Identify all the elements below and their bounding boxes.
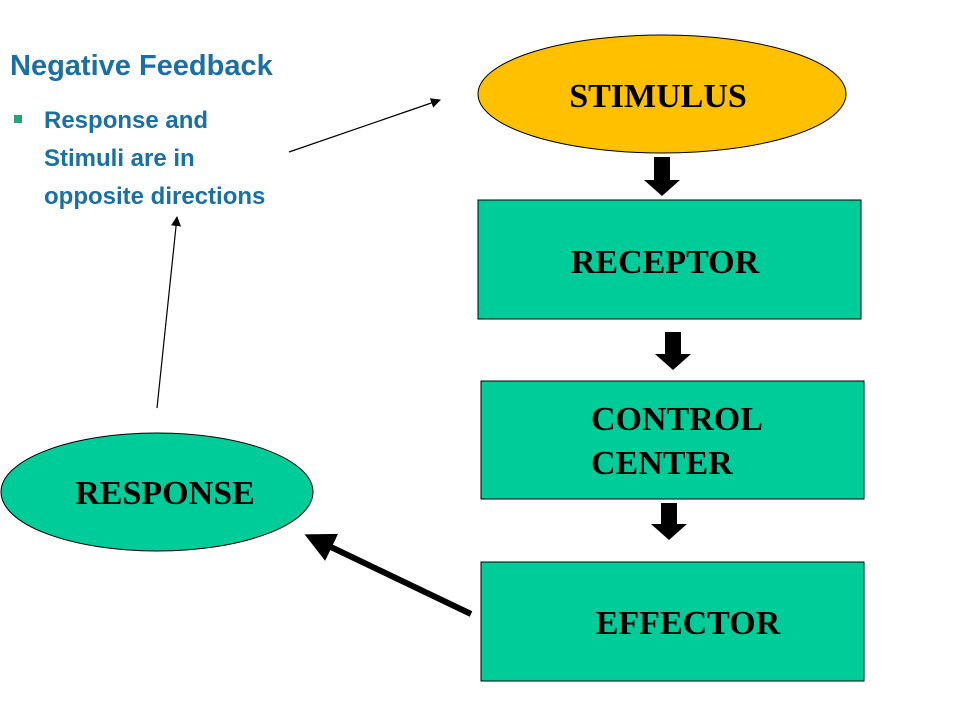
receptor-node: RECEPTOR	[477, 199, 862, 320]
slide-title: Negative Feedback	[10, 50, 273, 82]
control-center-label-line-1: CONTROL	[591, 401, 763, 438]
bullet-line-3: opposite directions	[44, 183, 266, 210]
stimulus-shape	[477, 34, 847, 154]
response-label: RESPONSE	[75, 475, 255, 512]
stimulus-node: STIMULUS	[477, 34, 847, 154]
bullet-point: Response and Stimuli are in opposite dir…	[14, 102, 354, 216]
arrow-text-to-stimulus	[288, 98, 441, 153]
square-bullet-icon	[14, 115, 22, 123]
bullet-line-1: Response and	[44, 107, 209, 134]
bullet-text: Response and Stimuli are in opposite dir…	[44, 102, 354, 216]
receptor-label: RECEPTOR	[571, 244, 760, 281]
control-center-shape	[480, 380, 865, 500]
arrow-control-center-to-effector	[651, 503, 687, 540]
stimulus-label: STIMULUS	[569, 78, 747, 115]
effector-node: EFFECTOR	[480, 561, 865, 682]
control-center-label-line-2: CENTER	[591, 445, 733, 482]
effector-shape	[480, 561, 865, 682]
response-shape	[0, 432, 314, 552]
arrow-effector-to-response	[304, 533, 473, 617]
arrow-receptor-to-control-center	[655, 332, 691, 370]
receptor-shape	[477, 199, 862, 320]
response-node: RESPONSE	[0, 432, 314, 552]
effector-label: EFFECTOR	[596, 605, 781, 642]
bullet-line-2: Stimuli are in	[44, 145, 195, 172]
arrow-stimulus-to-receptor	[644, 157, 680, 196]
arrow-response-to-text	[156, 216, 182, 409]
control-center-node: CONTROL CENTER	[480, 380, 865, 500]
